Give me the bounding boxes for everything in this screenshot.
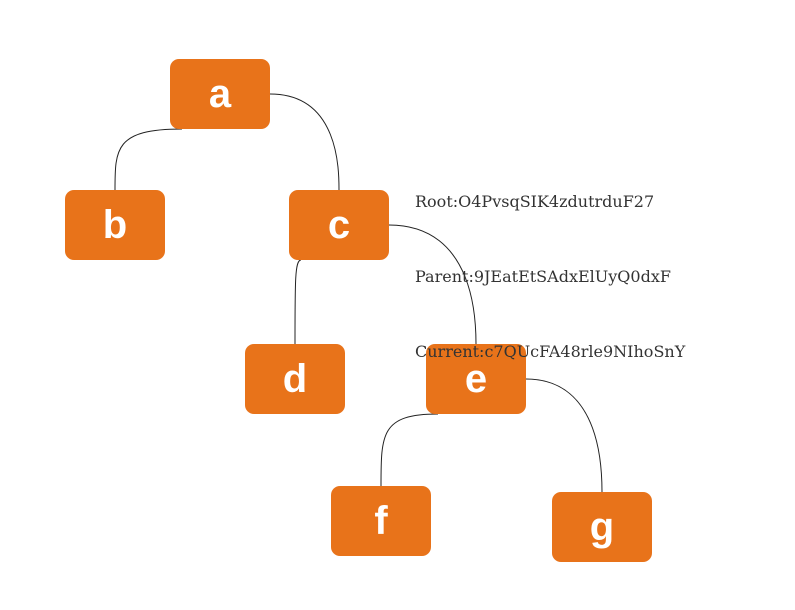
node-a[interactable]: a bbox=[170, 59, 270, 129]
node-d[interactable]: d bbox=[245, 344, 345, 414]
node-info-panel: Root:O4PvsqSIK4zdutrduF27 Parent:9JEatEt… bbox=[415, 139, 685, 414]
edge-e-g bbox=[525, 378, 603, 493]
edge-a-c bbox=[269, 93, 340, 191]
parent-id-text: Parent:9JEatEtSAdxElUyQ0dxF bbox=[415, 267, 671, 286]
edge-c-d bbox=[294, 259, 302, 345]
node-g[interactable]: g bbox=[552, 492, 652, 562]
node-f[interactable]: f bbox=[331, 486, 431, 556]
current-id-text: Current:c7QUcFA48rle9NIhoSnY bbox=[415, 342, 686, 361]
edge-c-e bbox=[388, 224, 477, 345]
node-c[interactable]: c bbox=[289, 190, 389, 260]
edge-a-b bbox=[114, 128, 183, 191]
root-id-text: Root:O4PvsqSIK4zdutrduF27 bbox=[415, 192, 655, 211]
node-b[interactable]: b bbox=[65, 190, 165, 260]
node-e[interactable]: e bbox=[426, 344, 526, 414]
edge-e-f bbox=[380, 413, 439, 487]
